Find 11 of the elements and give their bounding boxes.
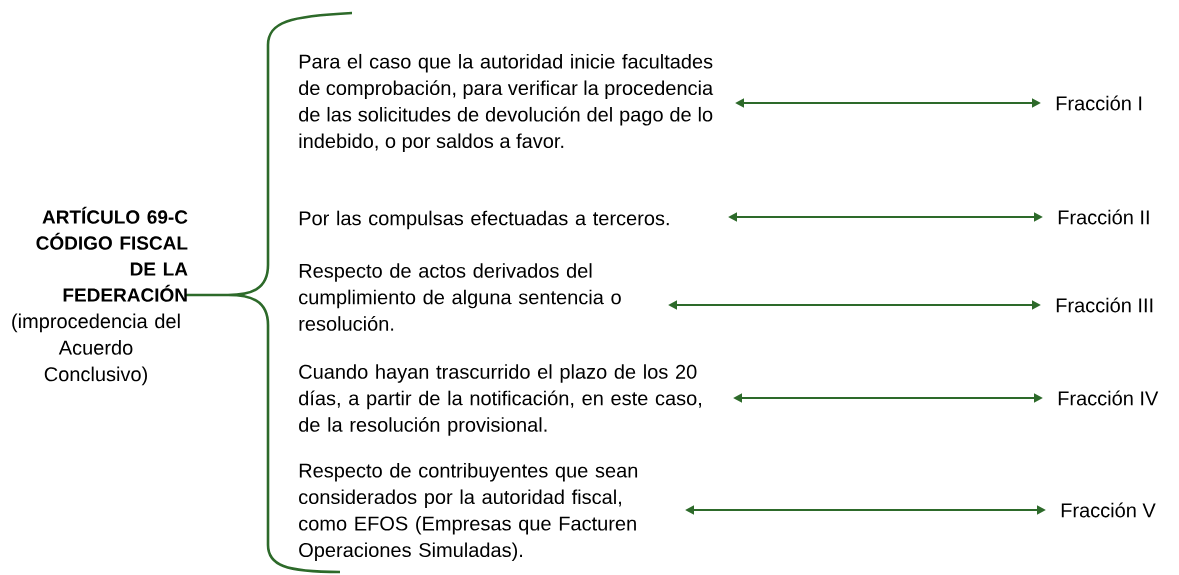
fraction-label: Fracción III: [1056, 297, 1153, 313]
description-text: Cuando hayan trascurrido el plazo de los 20 días, a partir de la notificación, en este caso, de la resolución provisional.: [299, 364, 701, 436]
description-text: Respecto de contribuyentes que sean considerados por la autoridad fiscal, como EFOS (Empresas que Facturen Operaciones Simuladas).: [299, 462, 638, 562]
fraction-label: Fracción V: [1061, 502, 1156, 518]
fraction-label: Fracción I: [1056, 95, 1142, 111]
fraction-label: Fracción II: [1058, 209, 1149, 225]
description-text: Por las compulsas efectuadas a terceros.: [299, 210, 669, 230]
fraction-label: Fracción IV: [1058, 390, 1159, 406]
description-text: Para el caso que la autoridad inicie facultades de comprobación, para verificar la procedencia de las solicitudes de devolución del pago de lo indebido, o por saldos a favor.: [299, 53, 714, 153]
description-text: Respecto de actos derivados del cumplimiento de alguna sentencia o resolución.: [299, 263, 621, 331]
heading-text: ARTÍCULO 69-C CÓDIGO FISCAL DE LA FEDERACIÓN (improcedencia del Acuerdo Conclusivo): [12, 206, 188, 386]
